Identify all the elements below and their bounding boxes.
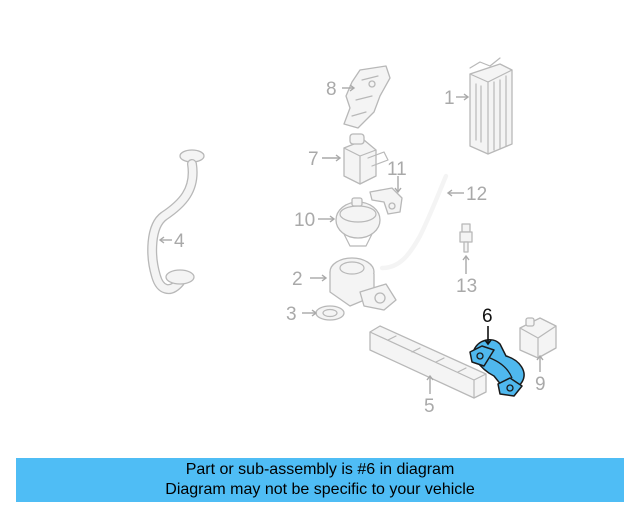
- part-3-gasket: [315, 305, 345, 321]
- part-6-highlighted-pipe: [469, 339, 525, 397]
- part-9-switch: [519, 317, 557, 359]
- callout-1: 1: [444, 88, 455, 109]
- part-10-diaphragm: [335, 197, 381, 247]
- banner-line-disclaimer: Diagram may not be specific to your vehi…: [165, 481, 475, 498]
- callout-6: 6: [482, 306, 493, 327]
- part-2-egr-valve: [329, 257, 397, 311]
- part-8-bracket: [343, 65, 391, 129]
- part-4-pipe: [147, 149, 205, 295]
- part-1-canister: [469, 57, 513, 155]
- part-12-hose: [379, 173, 449, 271]
- banner-line-part-number: Part or sub-assembly is #6 in diagram: [185, 461, 455, 478]
- callout-3: 3: [286, 304, 297, 325]
- callout-13: 13: [456, 276, 477, 297]
- part-7-valve: [343, 133, 389, 185]
- info-banner: Part or sub-assembly is #6 in diagram Di…: [16, 458, 624, 502]
- callout-12: 12: [466, 184, 487, 205]
- callout-5: 5: [424, 396, 435, 417]
- part-11-bracket: [369, 187, 403, 215]
- part-13-sensor: [459, 223, 473, 253]
- callout-8: 8: [326, 79, 337, 100]
- callout-9: 9: [535, 374, 546, 395]
- callout-2: 2: [292, 269, 303, 290]
- leader-lines: [158, 84, 544, 394]
- callout-11: 11: [387, 159, 407, 180]
- callout-4: 4: [174, 231, 185, 252]
- callout-7: 7: [308, 149, 319, 170]
- callout-10: 10: [294, 210, 315, 231]
- part-5-manifold: [369, 325, 487, 399]
- callout-labels: 1 2 3 4 5 6 7 8 9 10 11 12 13: [174, 79, 546, 417]
